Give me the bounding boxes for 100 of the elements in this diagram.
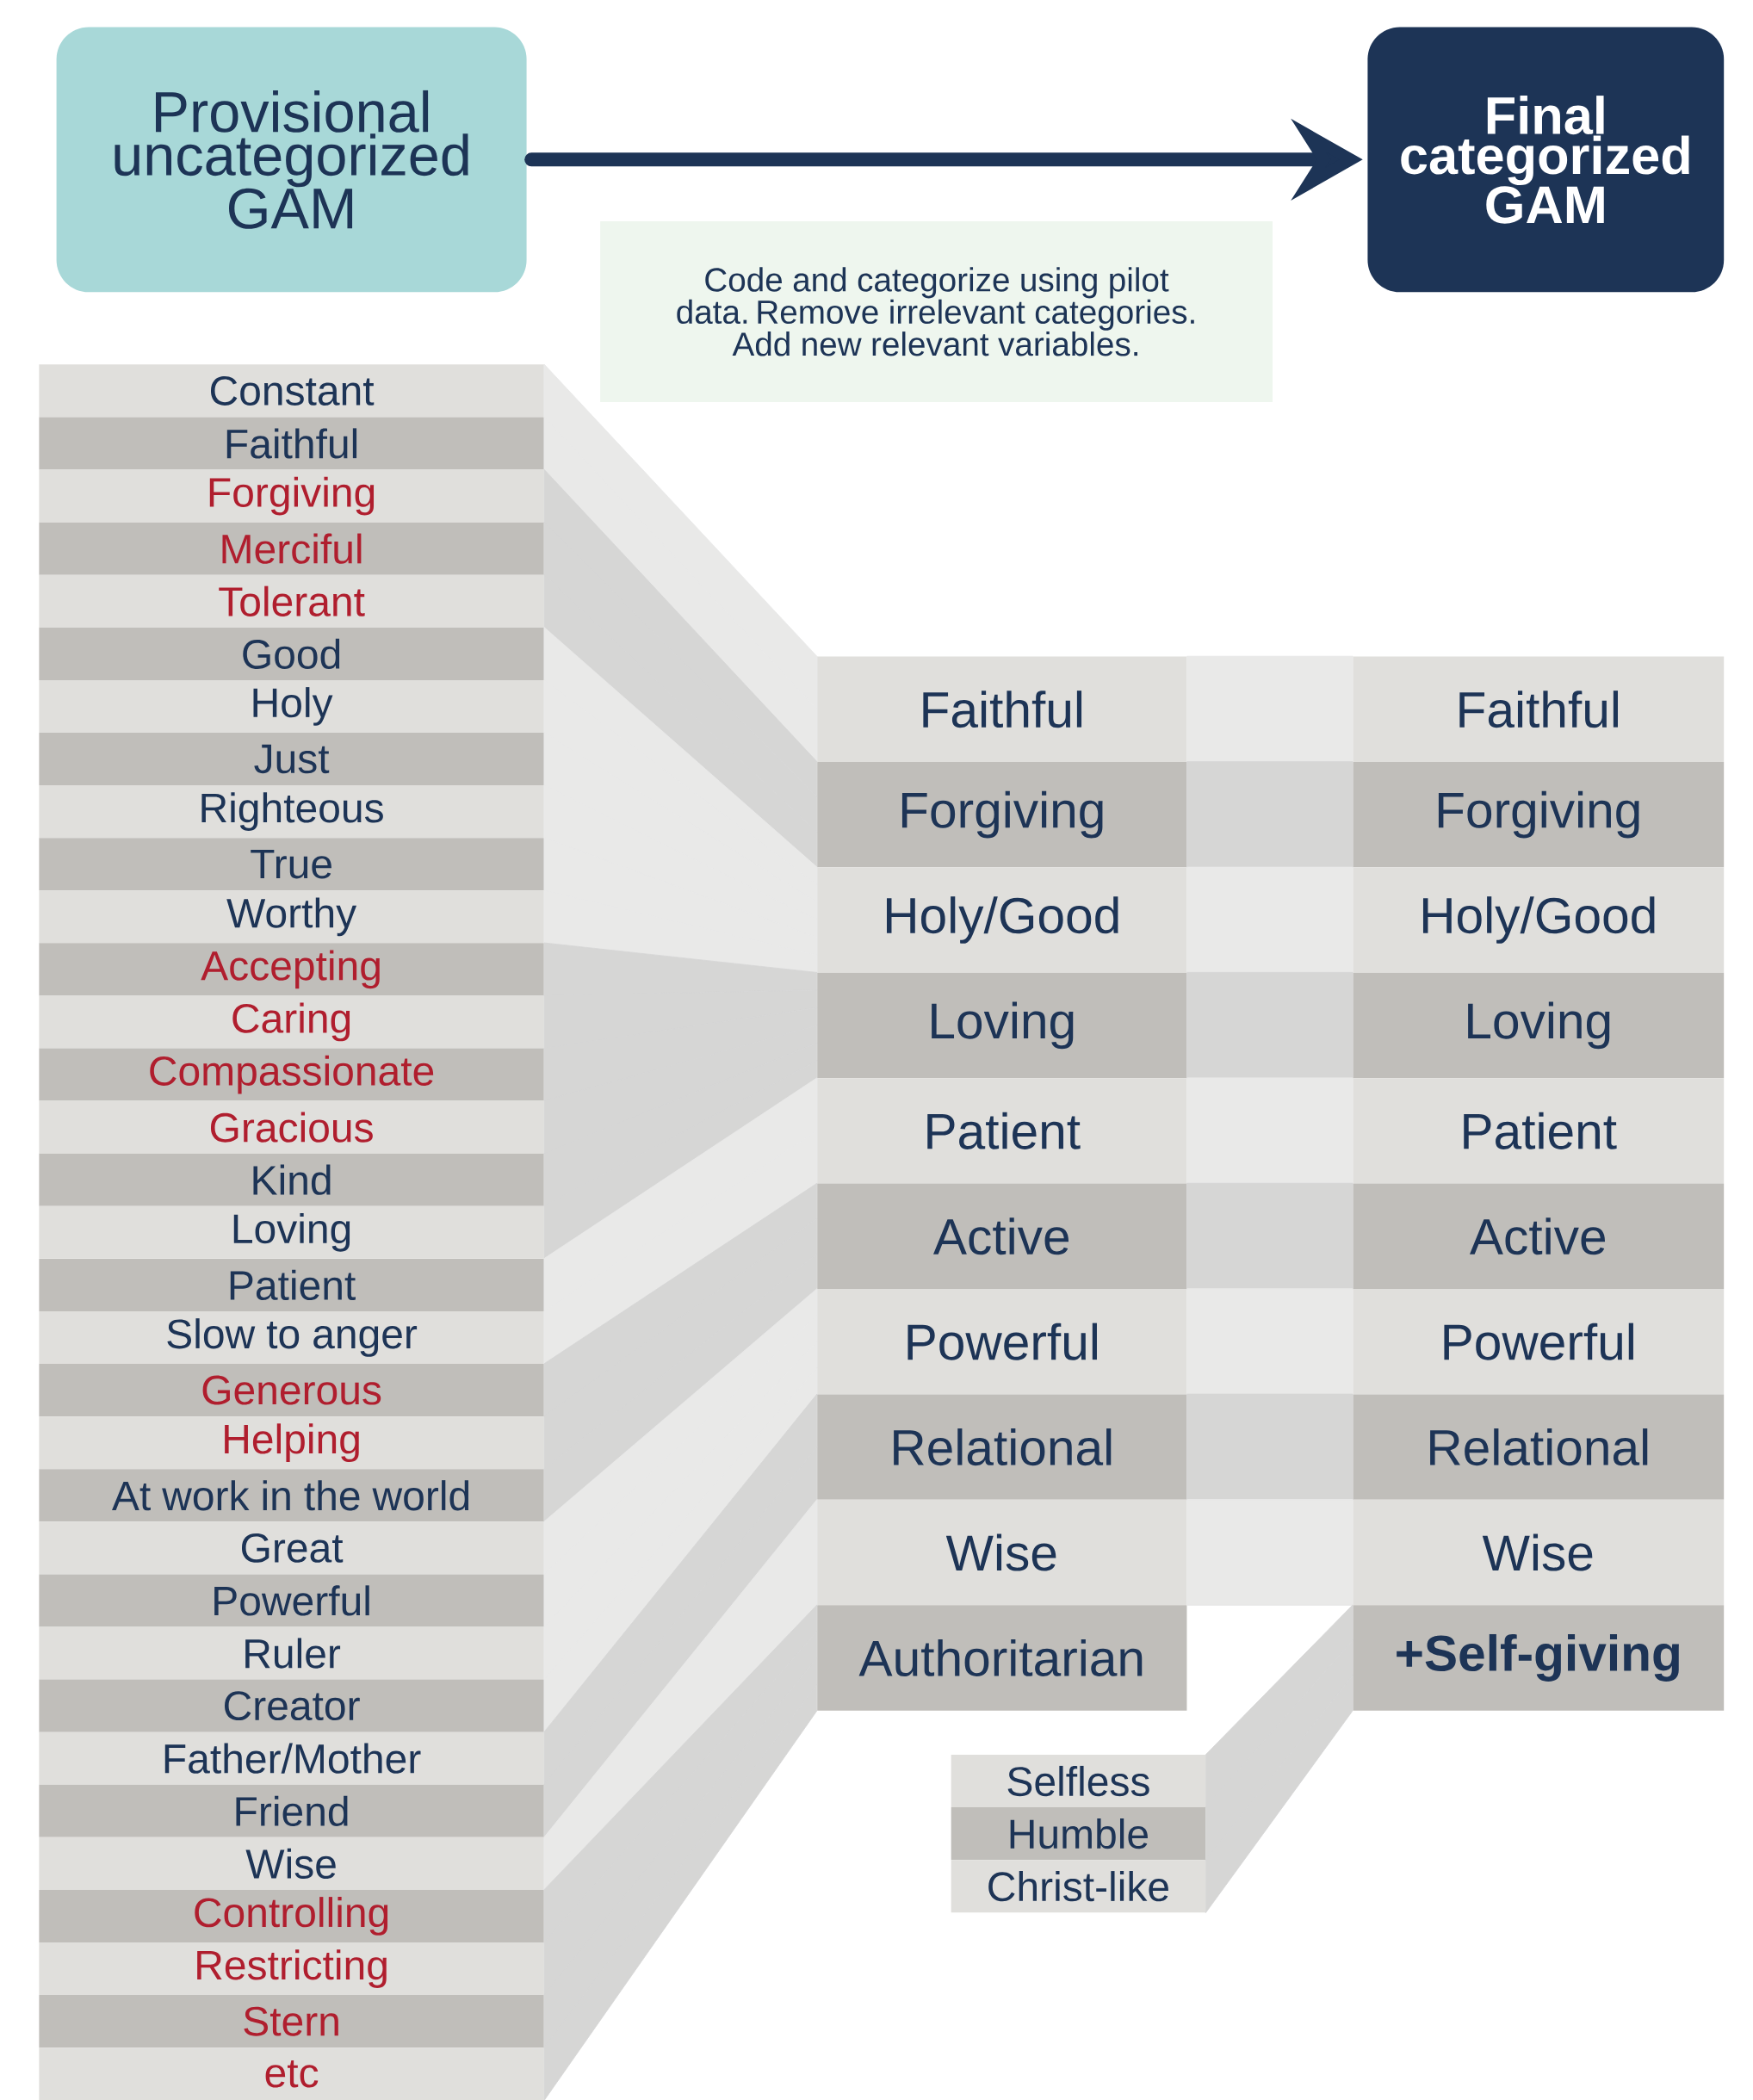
connector-band xyxy=(543,1182,818,1417)
connector-band xyxy=(543,1341,818,1681)
connector-band xyxy=(543,784,818,938)
term-row: Selfless xyxy=(951,1754,1206,1808)
connector-band xyxy=(543,1367,818,1733)
connector-band xyxy=(543,1217,818,1470)
term-row: Restricting xyxy=(39,1942,544,1996)
connector-band xyxy=(543,1288,818,1576)
connector-band xyxy=(1186,1288,1353,1396)
connector-band xyxy=(1186,866,1353,974)
category-row: Forgiving xyxy=(1353,761,1725,868)
connector-band xyxy=(543,1631,818,1996)
connector-band xyxy=(543,416,818,763)
connector-band xyxy=(543,1393,818,1786)
connector-band xyxy=(543,1043,818,1207)
connector-band xyxy=(1205,1675,1353,1913)
term-row: etc xyxy=(39,2047,544,2100)
category-row: Wise xyxy=(1353,1499,1725,1606)
category-row: Patient xyxy=(1353,1078,1725,1184)
category-row: Relational xyxy=(1353,1394,1725,1500)
term-row: Worthy xyxy=(39,890,544,944)
term-row: Christ-like xyxy=(951,1860,1206,1913)
connector-band xyxy=(543,989,818,1050)
term-row: At work in the world xyxy=(39,1469,544,1522)
category-row: Forgiving xyxy=(817,761,1187,868)
term-row: Forgiving xyxy=(39,469,544,523)
term-row: Constant xyxy=(39,364,544,418)
connector-band xyxy=(543,1060,818,1260)
connector-band xyxy=(543,1130,818,1365)
category-row: Loving xyxy=(1353,972,1725,1079)
connector-band xyxy=(543,1007,818,1102)
connector-band xyxy=(543,1315,818,1628)
term-row: Good xyxy=(39,627,544,680)
term-row: Father/Mother xyxy=(39,1731,544,1785)
connector-band xyxy=(1186,1499,1353,1606)
connector-band xyxy=(543,1604,818,1943)
term-row: Slow to anger xyxy=(39,1310,544,1365)
term-row: Stern xyxy=(39,1995,544,2048)
connector-band xyxy=(543,732,818,920)
category-row: Faithful xyxy=(817,656,1187,762)
title-box: Final categorized GAM xyxy=(1367,27,1725,293)
term-row: Tolerant xyxy=(39,574,544,628)
connector-band xyxy=(543,468,818,797)
term-row: Powerful xyxy=(39,1574,544,1627)
term-row: Caring xyxy=(39,995,544,1049)
category-row: +Self-giving xyxy=(1353,1605,1725,1711)
term-row: Gracious xyxy=(39,1100,544,1154)
term-row: Compassionate xyxy=(39,1048,544,1101)
term-row: Kind xyxy=(39,1153,544,1206)
category-row: Relational xyxy=(817,1394,1187,1500)
connector-band xyxy=(1186,1182,1353,1290)
term-row: Controlling xyxy=(39,1889,544,1943)
term-row: Faithful xyxy=(39,417,544,470)
term-row: Humble xyxy=(951,1807,1206,1861)
term-row: Accepting xyxy=(39,943,544,996)
note-box: Code and categorize using pilot data. Remove irrelevant categories. Add new relevant variables. xyxy=(600,220,1273,402)
term-row: Ruler xyxy=(39,1626,544,1680)
term-row: Loving xyxy=(39,1205,544,1259)
connector-band xyxy=(1186,761,1353,868)
term-row: Just xyxy=(39,733,544,786)
title-box: Provisional uncategorized GAM xyxy=(56,27,527,293)
connector-band xyxy=(1186,1393,1353,1501)
connector-band xyxy=(543,574,818,868)
category-row: Active xyxy=(1353,1183,1725,1289)
connector-band xyxy=(543,679,818,903)
connector-band xyxy=(1186,655,1353,763)
term-row: Merciful xyxy=(39,522,544,575)
term-row: Generous xyxy=(39,1364,544,1417)
connector-band xyxy=(543,1499,818,1891)
connector-band xyxy=(1205,1604,1353,1808)
connector-band xyxy=(543,889,818,974)
term-row: Righteous xyxy=(39,785,544,839)
connector-band xyxy=(543,837,818,956)
category-row: Holy/Good xyxy=(817,867,1187,973)
term-row: Friend xyxy=(39,1784,544,1837)
term-row: Helping xyxy=(39,1416,544,1470)
connector-band xyxy=(1205,1639,1353,1861)
connector-band xyxy=(543,942,818,997)
connector-band xyxy=(543,1446,818,1838)
term-row: Patient xyxy=(39,1258,544,1311)
category-row: Powerful xyxy=(817,1288,1187,1395)
term-row: Wise xyxy=(39,1837,544,1890)
connector-band xyxy=(543,627,818,885)
connector-band xyxy=(543,1683,818,2100)
category-row: Holy/Good xyxy=(1353,867,1725,973)
category-row: Active xyxy=(817,1183,1187,1289)
connector-band xyxy=(543,521,818,833)
category-row: Authoritarian xyxy=(817,1605,1187,1711)
connector-band xyxy=(543,363,818,710)
category-row: Loving xyxy=(817,972,1187,1079)
term-row: Holy xyxy=(39,679,544,733)
term-row: Creator xyxy=(39,1679,544,1732)
term-row: Great xyxy=(39,1521,544,1575)
connector-band xyxy=(1186,1077,1353,1185)
connector-band xyxy=(543,1077,818,1312)
connector-band xyxy=(543,1025,818,1155)
connector-band xyxy=(543,1657,818,2048)
category-row: Powerful xyxy=(1353,1288,1725,1395)
category-row: Patient xyxy=(817,1078,1187,1184)
category-row: Wise xyxy=(817,1499,1187,1606)
